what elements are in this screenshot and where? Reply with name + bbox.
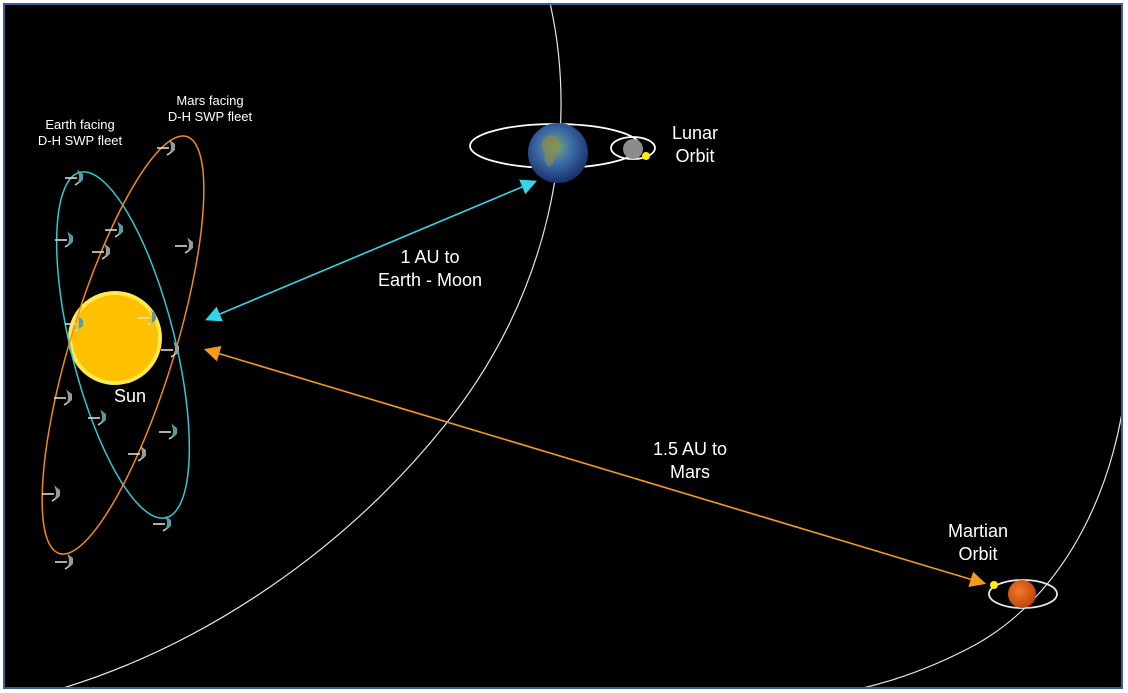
martian-orbit-label: Martian Orbit [933,520,1023,565]
lunar-orbit-line2: Orbit [675,145,715,166]
satellite-icon [158,422,178,440]
mars-icon [1008,580,1036,608]
mars-facing-label: Mars facing D-H SWP fleet [165,93,255,126]
earth-facing-line1: Earth facing [45,117,115,132]
earth-facing-line2: D-H SWP fleet [37,133,123,149]
earth-distance-line1: 1 AU to [400,247,460,267]
moon-icon [623,139,643,159]
mars-orbit-path [864,414,1121,687]
mars-distance-label: 1.5 AU to Mars [635,438,745,483]
earth-distance-arrow [205,179,537,322]
lunar-orbit-line1: Lunar [671,123,719,143]
satellite-icon [54,230,74,248]
moon-marker-dot [642,152,650,160]
sun-label-text: Sun [113,386,147,406]
martian-orbit-ring [988,579,1058,609]
earth-facing-label: Earth facing D-H SWP fleet [35,117,125,150]
mars-marker-dot [990,581,998,589]
diagram-canvas: Earth facing D-H SWP fleet Mars facing D… [3,3,1123,689]
earth-icon [528,123,588,183]
satellite-icon [156,138,176,156]
satellite-icon [41,484,61,502]
mars-distance-line2: Mars [670,461,710,482]
mars-facing-line1: Mars facing [176,93,244,108]
mars-facing-line2: D-H SWP fleet [167,109,253,125]
mars-distance-arrow [203,346,987,587]
lunar-orbit-label: Lunar Orbit [655,122,735,167]
satellite-icon [174,236,194,254]
diagram-svg [41,5,1121,687]
sun-icon [68,291,162,385]
satellite-icon [54,552,74,570]
mars-distance-line1: 1.5 AU to [652,439,728,459]
satellite-icon [127,444,147,462]
earth-distance-label: 1 AU to Earth - Moon [360,246,500,291]
mars-fleet-orbit [41,135,205,555]
sun-label: Sun [105,385,155,408]
martian-orbit-line2: Orbit [958,543,998,564]
earth-distance-line2: Earth - Moon [377,269,483,290]
martian-orbit-line1: Martian [947,521,1009,541]
